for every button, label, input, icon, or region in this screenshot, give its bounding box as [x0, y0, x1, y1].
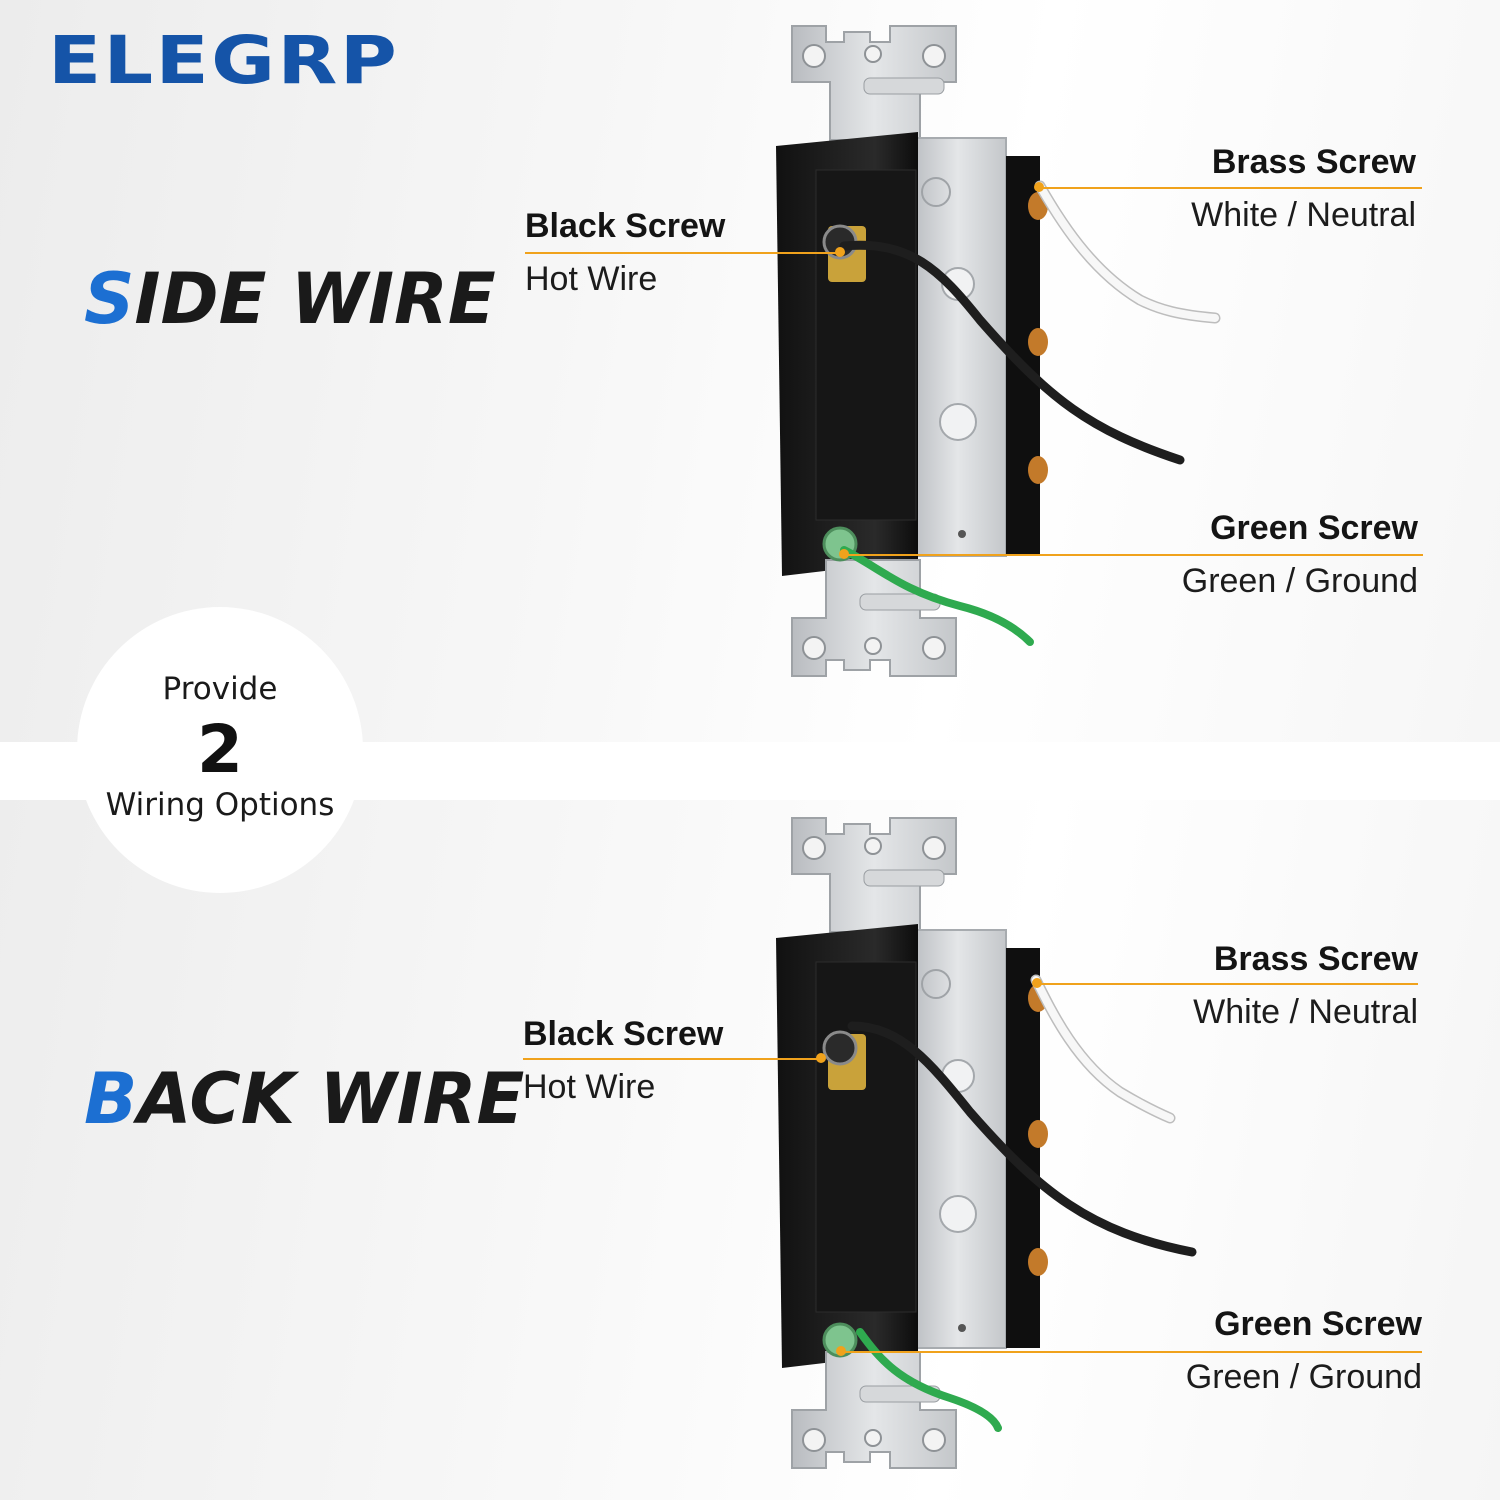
hot-wire [847, 1021, 1197, 1257]
mount-hole-lower [939, 1195, 977, 1233]
wiring-options-badge: Provide 2 Wiring Options [77, 607, 363, 893]
mount-hole-lower [939, 403, 977, 441]
side-wire-switch-illustration [776, 25, 1221, 677]
back-green-screw-label: Green Screw Green / Ground [1186, 1305, 1422, 1396]
white-neutral-text: White / Neutral [1191, 196, 1416, 234]
back-black-screw-dot [816, 1053, 826, 1063]
rivet [958, 1324, 966, 1332]
side-wire-accent-letter: S [84, 258, 135, 340]
brass-screw-lower [1028, 456, 1048, 484]
brass-screw-title: Brass Screw [1211, 143, 1416, 181]
top-mounting-strap [791, 817, 957, 933]
black-screw [822, 1030, 858, 1066]
rocker-housing [815, 961, 917, 1313]
hot-wire-text: Hot Wire [523, 1068, 656, 1106]
side-green-screw-dot [839, 549, 849, 559]
rocker-housing [815, 169, 917, 521]
side-black-screw-leader [525, 252, 843, 254]
side-wire-title: SIDE WIRE [84, 258, 496, 340]
green-screw [822, 1322, 858, 1358]
neutral-wire [1036, 182, 1219, 322]
neutral-wire-outline [1030, 974, 1176, 1124]
brass-side-housing [1006, 948, 1040, 1348]
bottom-mounting-strap [791, 1351, 957, 1469]
ground-wire [840, 546, 1034, 646]
badge-number: 2 [197, 711, 243, 788]
hot-wire-text: Hot Wire [525, 260, 658, 298]
ul-mark [921, 177, 951, 207]
neutral-wire-outline [1034, 180, 1221, 324]
green-ground-text: Green / Ground [1181, 562, 1418, 600]
black-screw-title: Black Screw [523, 1015, 724, 1053]
brass-screw-title: Brass Screw [1213, 940, 1418, 978]
side-wire-title-rest: IDE WIRE [134, 258, 496, 340]
back-wire-switch-illustration [776, 817, 1197, 1469]
green-ground-text: Green / Ground [1185, 1358, 1422, 1396]
back-green-screw-leader [842, 1351, 1422, 1353]
black-screw-title: Black Screw [525, 207, 726, 245]
back-black-screw-label: Black Screw Hot Wire [523, 1015, 723, 1106]
back-wire-panel [0, 800, 1500, 1500]
back-black-screw-leader [523, 1058, 823, 1060]
side-brass-screw-dot [1034, 182, 1044, 192]
rivet [958, 530, 966, 538]
green-screw-title: Green Screw [1210, 509, 1418, 547]
side-green-screw-label: Green Screw Green / Ground [1182, 509, 1418, 600]
back-wire-title: BACK WIRE [84, 1058, 524, 1140]
side-black-screw-dot [835, 247, 845, 257]
side-green-screw-leader [845, 554, 1423, 556]
green-screw-title: Green Screw [1214, 1305, 1422, 1343]
badge-provide-text: Provide [162, 671, 278, 707]
back-wire-accent-letter: B [84, 1058, 138, 1140]
hot-wire [839, 240, 1185, 465]
back-wire-title-rest: ACK WIRE [137, 1058, 525, 1140]
back-brass-screw-leader [1038, 983, 1418, 985]
brass-screw-lower [1028, 1248, 1048, 1276]
side-black-screw-label: Black Screw Hot Wire [525, 207, 725, 298]
brass-screw-middle [1028, 1120, 1048, 1148]
white-neutral-text: White / Neutral [1193, 993, 1418, 1031]
bottom-mounting-strap [791, 559, 957, 677]
neutral-wire [1032, 976, 1174, 1122]
ul-mark [921, 969, 951, 999]
badge-wiring-options-text: Wiring Options [105, 787, 335, 823]
brass-screw-middle [1028, 328, 1048, 356]
side-brass-screw-label: Brass Screw White / Neutral [1191, 143, 1416, 234]
back-brass-screw-dot [1032, 978, 1042, 988]
side-brass-screw-leader [1040, 187, 1422, 189]
top-mounting-strap [791, 25, 957, 141]
back-brass-screw-label: Brass Screw White / Neutral [1193, 940, 1418, 1031]
back-green-screw-dot [836, 1346, 846, 1356]
brand-logo: ELEGRP [48, 22, 400, 99]
